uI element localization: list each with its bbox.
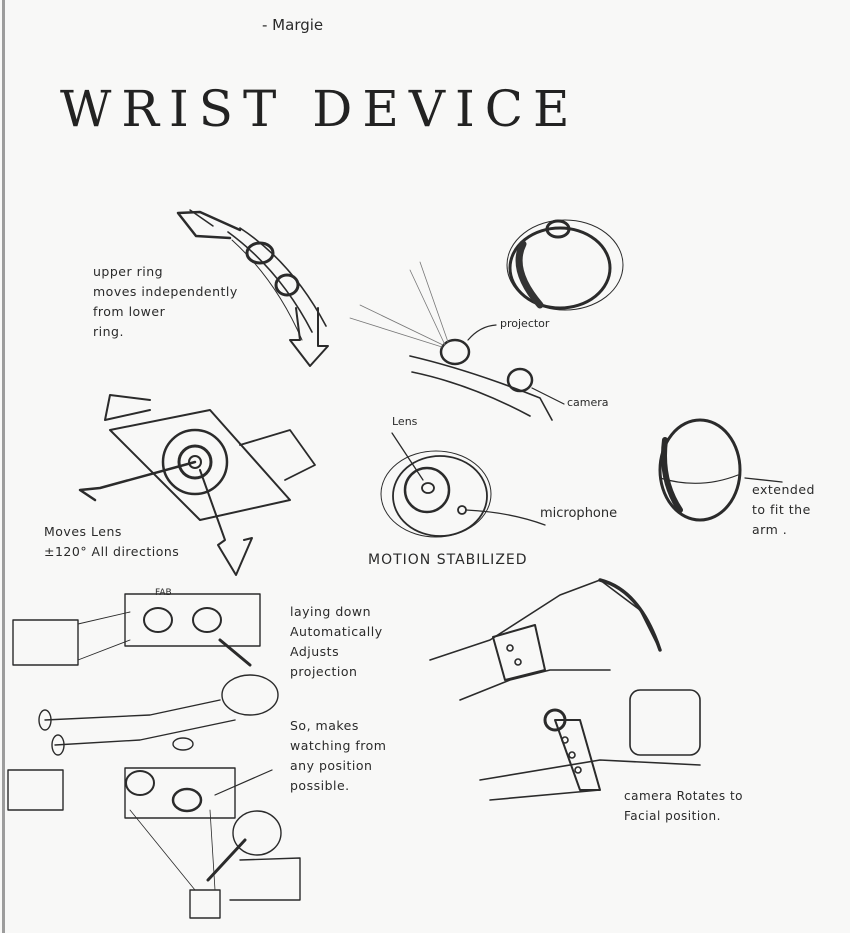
hand-bracelet-sketch	[429, 578, 701, 801]
note-line: So, makes	[290, 718, 359, 733]
note-line: ±120° All directions	[44, 544, 180, 559]
note-line: laying down	[290, 604, 372, 619]
note-line: watching from	[290, 738, 387, 753]
note-line: any position	[290, 758, 373, 773]
note-line: Facial position.	[624, 809, 721, 823]
note-laying-down: laying down Automatically Adjusts projec…	[290, 602, 383, 682]
label-camera: camera	[567, 396, 609, 409]
note-upper-ring: upper ring moves independently from lowe…	[93, 262, 238, 342]
note-line: to fit the	[752, 502, 811, 517]
note-line: possible.	[290, 778, 350, 793]
lying-down-scene-sketch	[12, 593, 279, 756]
note-line: projection	[290, 664, 358, 679]
label-motion-stabilized: MOTION STABILIZED	[368, 552, 528, 568]
projector-band-sketch	[349, 261, 565, 421]
note-line: Adjusts	[290, 644, 340, 659]
author-signature: - Margie	[262, 16, 324, 34]
note-line: extended	[752, 482, 815, 497]
label-projector: projector	[500, 317, 550, 330]
note-line: Moves Lens	[44, 524, 122, 539]
label-screen: FAB	[155, 588, 172, 598]
sitting-scene-sketch	[7, 767, 301, 919]
upper-ring-band-sketch	[176, 209, 329, 367]
lens-mount-sketch	[78, 394, 316, 576]
ring-top-sketch	[506, 219, 624, 311]
note-line: upper ring	[93, 264, 164, 279]
label-lens: Lens	[392, 415, 418, 428]
note-moves-lens: Moves Lens ±120° All directions	[44, 522, 179, 562]
note-line: camera Rotates to	[624, 789, 744, 803]
note-extended: extended to fit the arm .	[752, 480, 815, 540]
page-title: WRIST DEVICE	[60, 80, 580, 138]
note-line: Automatically	[290, 624, 383, 639]
label-microphone: microphone	[540, 506, 618, 521]
note-line: arm .	[752, 522, 788, 537]
note-so-makes: So, makes watching from any position pos…	[290, 716, 386, 796]
note-camera-rotates: camera Rotates to Facial position.	[624, 786, 743, 826]
note-line: from lower	[93, 304, 166, 319]
note-line: moves independently	[93, 284, 238, 299]
page-edge	[2, 0, 5, 933]
extended-ring-sketch	[658, 418, 783, 522]
lens-microphone-sketch	[380, 432, 546, 538]
note-line: ring.	[93, 324, 124, 339]
